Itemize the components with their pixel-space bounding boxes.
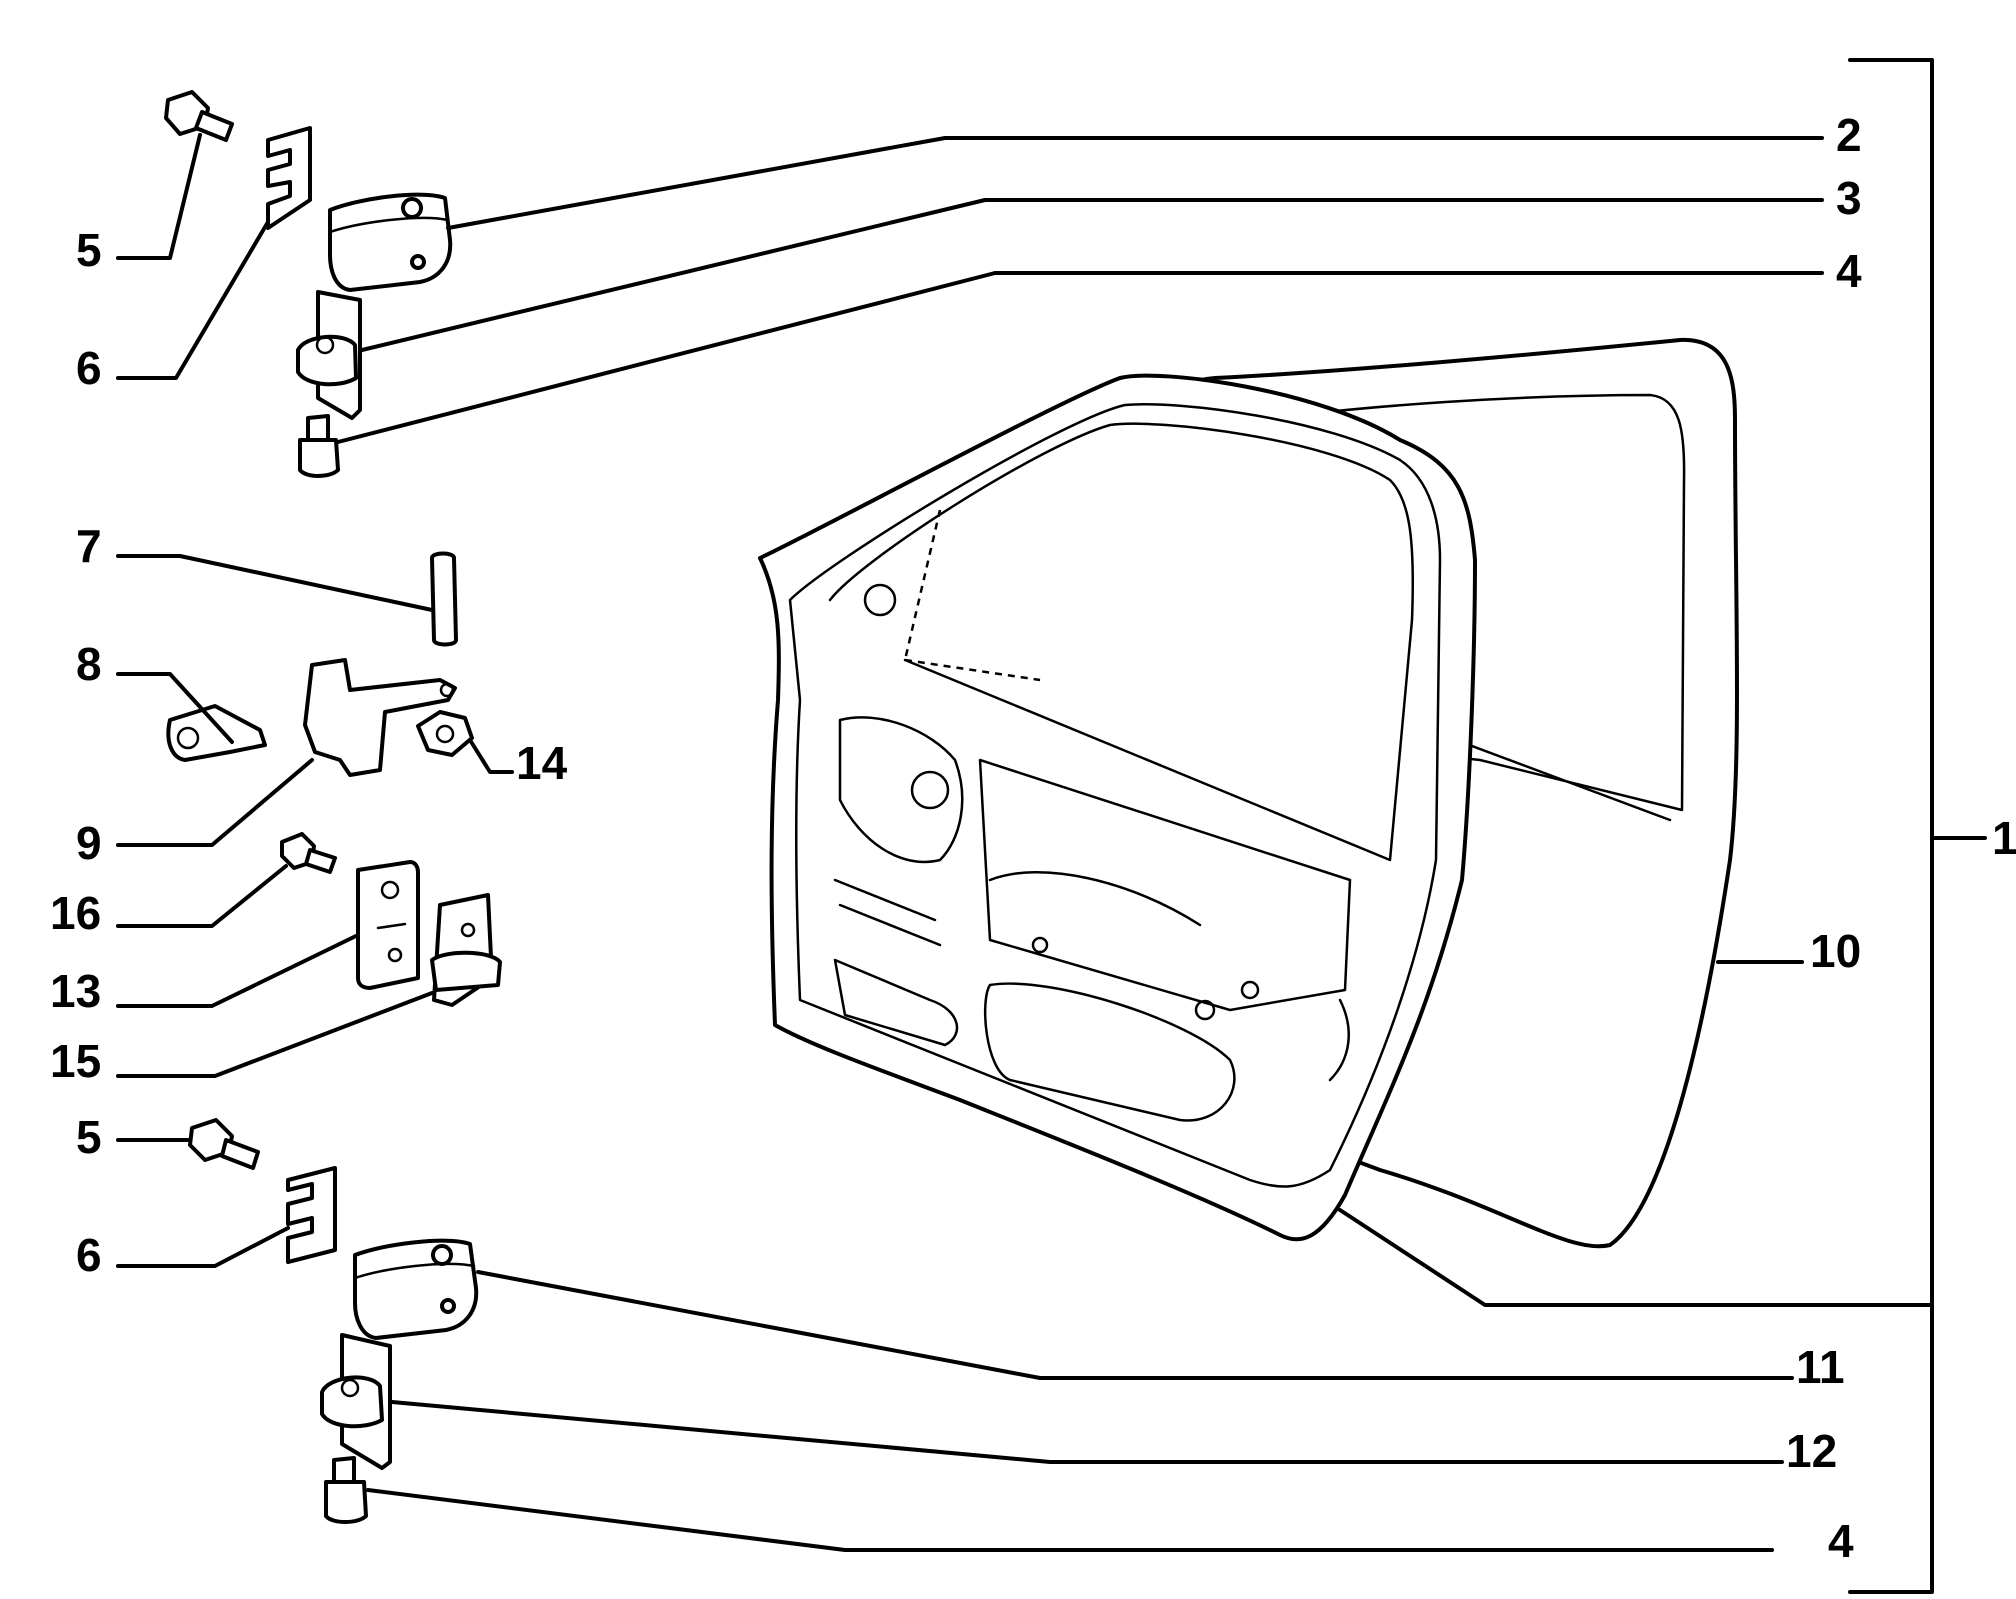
callout-15: 15	[50, 1035, 102, 1087]
callout-4-bottom: 4	[1828, 1515, 1854, 1567]
hinge-upper-bottom	[353, 1238, 479, 1340]
callout-9: 9	[76, 817, 102, 869]
callout-7: 7	[76, 520, 102, 572]
callout-6-top: 6	[76, 342, 102, 394]
hinge-lower-top	[296, 290, 362, 420]
callout-16: 16	[50, 887, 102, 939]
screw-bottom	[324, 1456, 368, 1524]
callout-6-bottom: 6	[76, 1229, 102, 1281]
callout-14: 14	[516, 737, 568, 789]
check-strap	[303, 658, 457, 777]
bolt-mid	[280, 832, 337, 874]
callout-10: 10	[1810, 925, 1862, 977]
callout-13: 13	[50, 965, 102, 1017]
shim-plate-bottom	[286, 1166, 337, 1264]
backing-plate	[356, 860, 420, 990]
assembly-bracket	[1848, 58, 1987, 1594]
bolt-bottom	[188, 1118, 260, 1170]
screw-top	[298, 414, 340, 478]
callout-2: 2	[1836, 109, 1862, 161]
door-inner-panel	[758, 373, 1477, 1242]
bracket-plate	[430, 893, 502, 1007]
callout-4-top: 4	[1836, 245, 1862, 297]
hinge-upper-top	[328, 192, 453, 292]
callout-11: 11	[1796, 1341, 1845, 1393]
shim-plate-top	[266, 126, 312, 230]
nut	[416, 710, 474, 757]
callout-3: 3	[1836, 172, 1862, 224]
hinge-lower-bottom	[320, 1333, 392, 1470]
callout-5-bottom: 5	[76, 1111, 102, 1163]
callout-5-top: 5	[76, 224, 102, 276]
bolt-check-strap	[166, 704, 267, 762]
callout-12: 12	[1786, 1425, 1838, 1477]
bolt-top	[164, 90, 234, 142]
callout-1: 1	[1992, 812, 2016, 864]
leader-lines	[116, 133, 1934, 1552]
pin	[430, 551, 458, 647]
callout-8: 8	[76, 638, 102, 690]
